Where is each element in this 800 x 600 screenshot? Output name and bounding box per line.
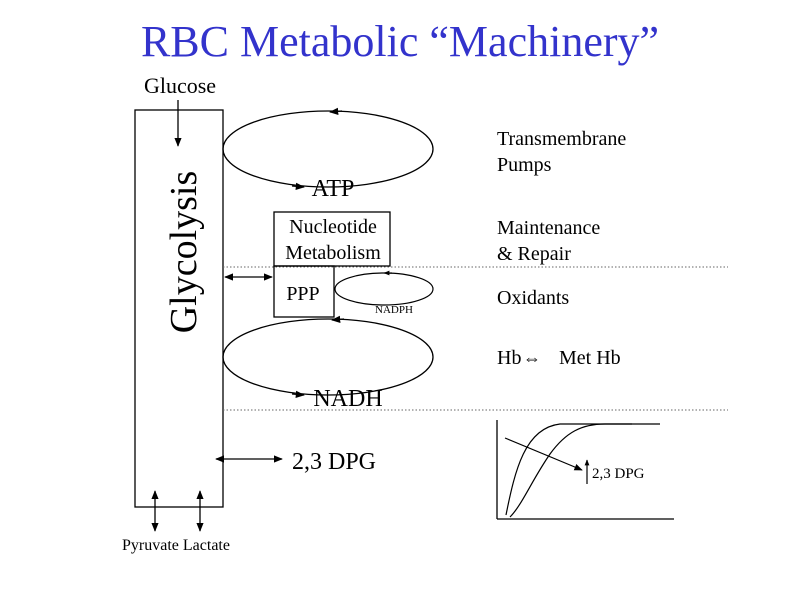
curve-left: [505, 423, 632, 516]
atp-label: ATP: [312, 176, 355, 202]
met-hb-label: Met Hb: [559, 347, 621, 369]
nadh-label: NADH: [313, 386, 382, 412]
glycolysis-box: [134, 109, 224, 508]
hb-exchange-icon: ⇔: [523, 348, 541, 368]
maintenance-label-line1: Maintenance: [497, 217, 600, 239]
nucleotide-label-line1: Nucleotide: [289, 216, 377, 238]
curve-shift-arrow: [504, 437, 583, 471]
curve-dpg-label: 2,3 DPG: [592, 466, 645, 482]
curve-right: [509, 423, 660, 518]
nadh-cycle-arrow-top: [331, 315, 345, 323]
pumps-label-line2: Pumps: [497, 154, 552, 176]
ppp-label: PPP: [286, 283, 319, 305]
dissociation-curve-graph: 2,3 DPG: [496, 420, 674, 520]
maintenance-label-line2: & Repair: [497, 243, 571, 265]
nucleotide-label-line2: Metabolism: [285, 242, 381, 264]
nadph-label: NADPH: [375, 304, 413, 316]
hb-label: Hb: [497, 347, 521, 369]
atp-cycle: [222, 110, 434, 188]
oxidants-label: Oxidants: [497, 287, 569, 309]
pyruvate-lactate-label: Pyruvate Lactate: [122, 537, 230, 554]
nadh-cycle: [222, 318, 434, 396]
atp-cycle-arrow-bottom: [291, 182, 305, 190]
nadh-cycle-arrow-bottom: [291, 390, 305, 398]
glycolysis-label: Glycolysis: [163, 171, 205, 334]
glucose-label: Glucose: [144, 73, 216, 98]
dpg-label: 2,3 DPG: [292, 449, 376, 475]
ppp-box: [273, 265, 335, 318]
nadph-cycle: [334, 272, 434, 306]
atp-cycle-arrow-top: [329, 107, 343, 115]
slide-title: RBC Metabolic “Machinery”: [141, 17, 659, 66]
pumps-label-line1: Transmembrane: [497, 128, 626, 150]
